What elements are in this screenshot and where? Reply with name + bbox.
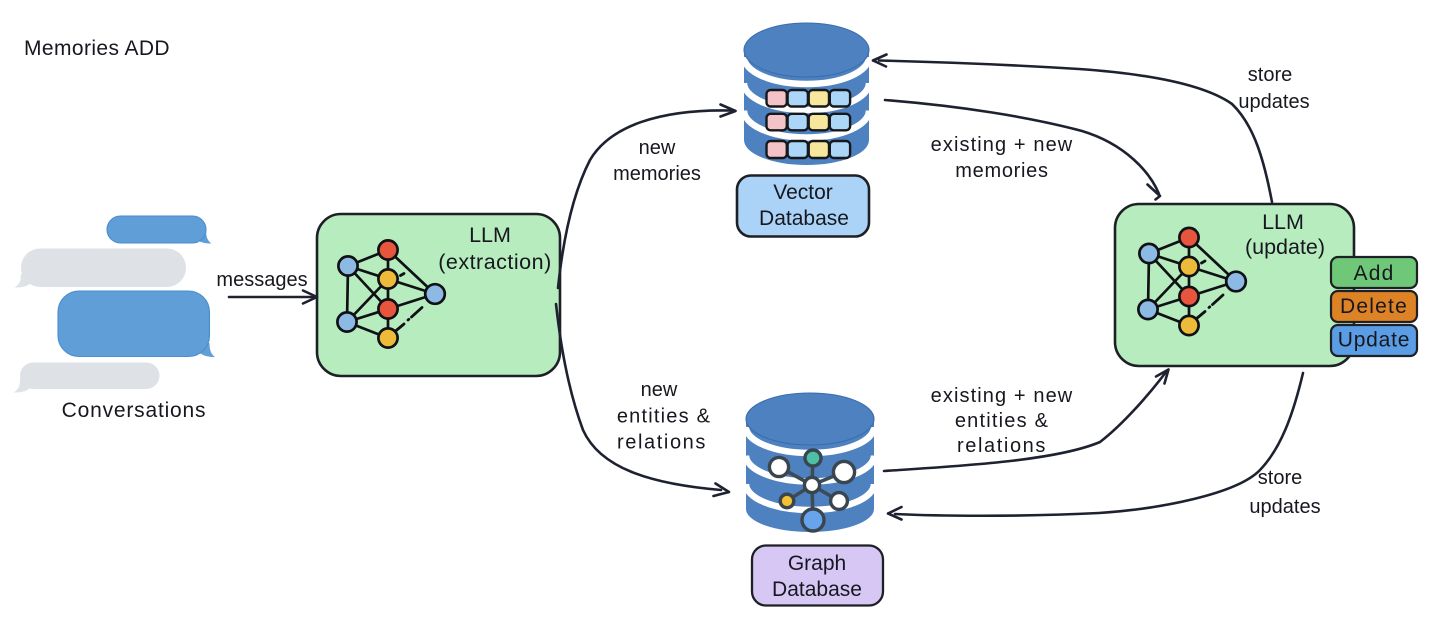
svg-text:memories: memories (955, 160, 1048, 182)
svg-text:Update: Update (1338, 329, 1411, 352)
svg-text:Conversations: Conversations (62, 399, 207, 422)
svg-text:relations: relations (957, 435, 1047, 457)
svg-text:existing + new: existing + new (931, 134, 1074, 156)
svg-text:Memories ADD: Memories ADD (24, 37, 170, 60)
svg-text:entities &: entities & (617, 406, 711, 428)
svg-text:(update): (update) (1245, 235, 1325, 259)
svg-text:Database: Database (772, 578, 862, 601)
svg-text:LLM: LLM (469, 223, 511, 247)
svg-text:Vector: Vector (773, 181, 833, 204)
svg-text:Graph: Graph (788, 552, 846, 575)
svg-text:new: new (641, 379, 678, 401)
svg-text:updates: updates (1249, 496, 1320, 518)
svg-text:Database: Database (759, 207, 849, 230)
svg-text:Add: Add (1354, 262, 1395, 285)
svg-text:updates: updates (1238, 91, 1309, 113)
svg-text:memories: memories (613, 163, 701, 185)
svg-text:Delete: Delete (1340, 295, 1408, 318)
svg-text:(extraction): (extraction) (438, 250, 552, 274)
svg-text:LLM: LLM (1262, 210, 1304, 234)
svg-text:existing + new: existing + new (931, 385, 1074, 407)
svg-text:entities &: entities & (955, 410, 1049, 432)
svg-text:messages: messages (216, 269, 307, 291)
svg-text:store: store (1258, 467, 1302, 489)
svg-text:new: new (639, 137, 676, 159)
svg-text:relations: relations (617, 432, 707, 454)
svg-text:store: store (1248, 64, 1292, 86)
